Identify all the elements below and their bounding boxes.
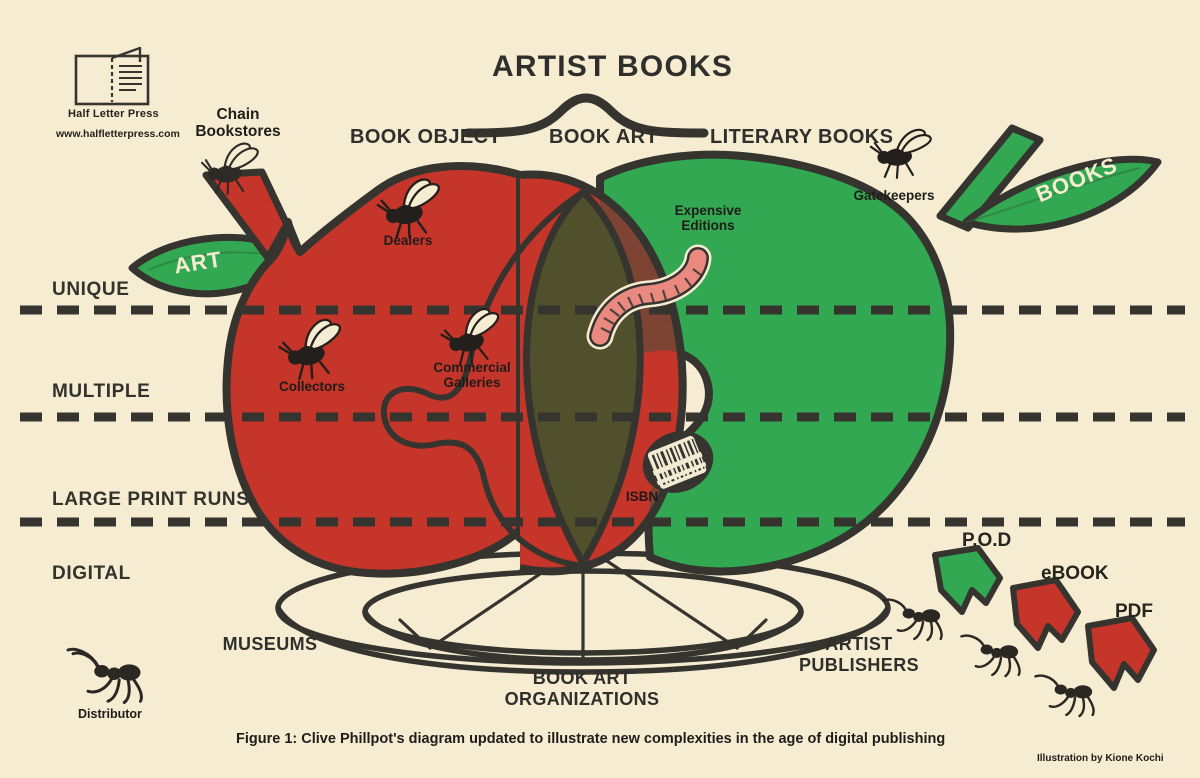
logo-url: www.halfletterpress.com [56, 128, 180, 140]
pest-label-distributor: Distributor [78, 707, 142, 721]
digital-format-pdf [1034, 615, 1157, 718]
pest-label-collectors: Collectors [278, 379, 346, 394]
leaf-books [962, 155, 1162, 233]
fly-icon-gatekeepers [869, 128, 932, 179]
column-heading-book-object: BOOK OBJECT [350, 126, 502, 148]
bottom-label-book-art-organizations: BOOK ART ORGANIZATIONS [504, 668, 660, 710]
fly-icon-dealers [376, 178, 440, 239]
column-heading-literary-books: LITERARY BOOKS [710, 126, 894, 148]
pest-label-isbn: ISBN [625, 489, 659, 504]
format-label-pdf: PDF [1115, 601, 1153, 622]
illustration-credit: Illustration by Kione Kochi [1037, 753, 1164, 764]
axis-label-unique: UNIQUE [52, 279, 130, 300]
pear-stem [936, 124, 1044, 232]
pest-label-dealers: Dealers [383, 233, 433, 248]
digital-format-ebook [960, 577, 1081, 678]
axis-label-digital: DIGITAL [52, 563, 131, 584]
ant-icon-distributor [66, 647, 143, 704]
axis-dashed-lines [20, 305, 1185, 527]
pest-label-gatekeepers: Gatekeepers [853, 188, 935, 203]
figure-caption: Figure 1: Clive Phillpot's diagram updat… [236, 731, 946, 747]
fly-icon-chain-bookstores [200, 142, 259, 196]
fly-icon-commercial-galleries [440, 308, 500, 366]
barcode-sticker-icon [642, 431, 714, 493]
intersection-book-art [523, 188, 644, 567]
page-title: ARTIST BOOKS [492, 50, 734, 83]
title-brace-icon [463, 93, 709, 138]
axis-label-multiple: MULTIPLE [52, 381, 151, 402]
format-label-pod: P.O.D [962, 530, 1012, 551]
digital-format-pod [882, 545, 1003, 642]
logo-name: Half Letter Press [68, 108, 159, 120]
fly-icon-collectors [278, 318, 341, 381]
bottom-label-museums: MUSEUMS [222, 634, 318, 654]
axis-label-large-print-runs: LARGE PRINT RUNS [52, 489, 250, 510]
column-heading-book-art: BOOK ART [549, 126, 659, 148]
worm-icon [586, 244, 712, 350]
format-label-ebook: eBOOK [1041, 563, 1109, 584]
pest-label-commercial-galleries: Commercial Galleries [433, 360, 511, 391]
open-book-icon [74, 46, 150, 106]
bottom-label-artist-publishers: ARTIST PUBLISHERS [798, 634, 919, 676]
pest-label-chain-bookstores: Chain Bookstores [195, 106, 281, 141]
pest-label-expensive-editions: Expensive Editions [674, 203, 742, 234]
